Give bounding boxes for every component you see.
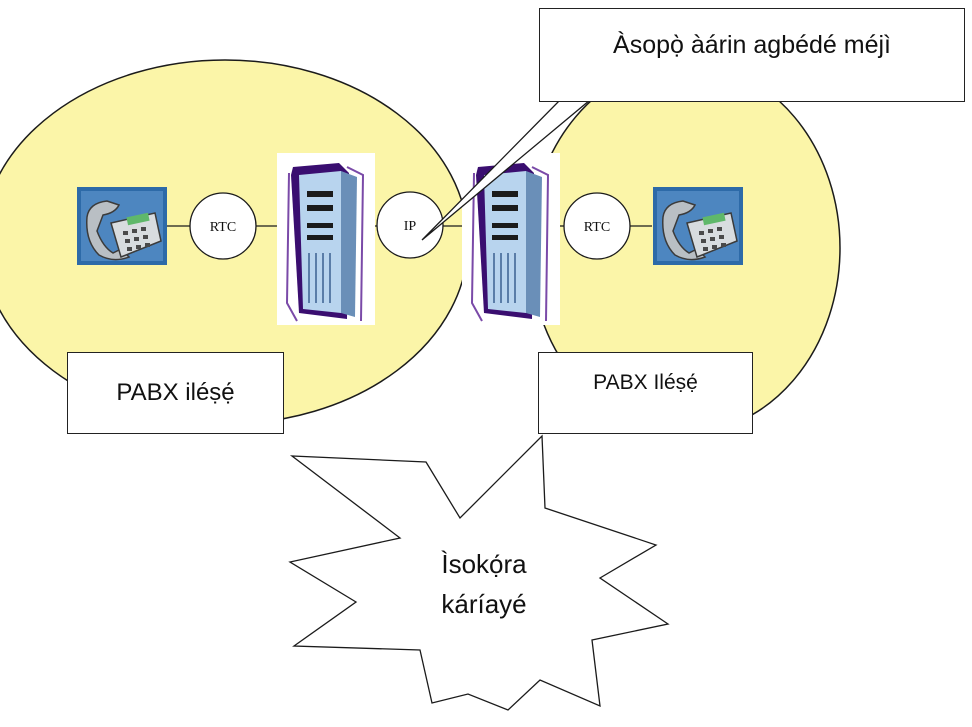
starburst-shape — [288, 434, 670, 711]
rtc-node-left: RTC — [189, 192, 257, 260]
right-phone-icon — [652, 186, 744, 266]
left-phone-icon — [76, 186, 168, 266]
callout-box: Àsopọ̀ àárin agbédé méjì — [539, 8, 965, 102]
rtc-node-right: RTC — [563, 192, 631, 260]
ip-label: IP — [404, 219, 417, 234]
ip-node: IP — [376, 191, 444, 259]
callout-text: Àsopọ̀ àárin agbédé méjì — [613, 31, 891, 59]
right-server-icon — [461, 152, 561, 326]
right-pabx-label: PABX Iléṣẹ́ — [593, 371, 698, 394]
starburst-text: Ìsokọ́ra káríayé — [386, 544, 582, 624]
left-server-icon — [276, 152, 376, 326]
rtc-label-left: RTC — [210, 220, 236, 235]
starburst-line-1: Ìsokọ́ra — [441, 549, 527, 579]
right-pabx-box: PABX Iléṣẹ́ — [538, 352, 753, 434]
starburst-line-2: káríayé — [441, 589, 527, 619]
left-pabx-box: PABX iléṣẹ́ — [67, 352, 284, 434]
left-pabx-label: PABX iléṣẹ́ — [116, 379, 235, 406]
rtc-label-right: RTC — [584, 220, 610, 235]
